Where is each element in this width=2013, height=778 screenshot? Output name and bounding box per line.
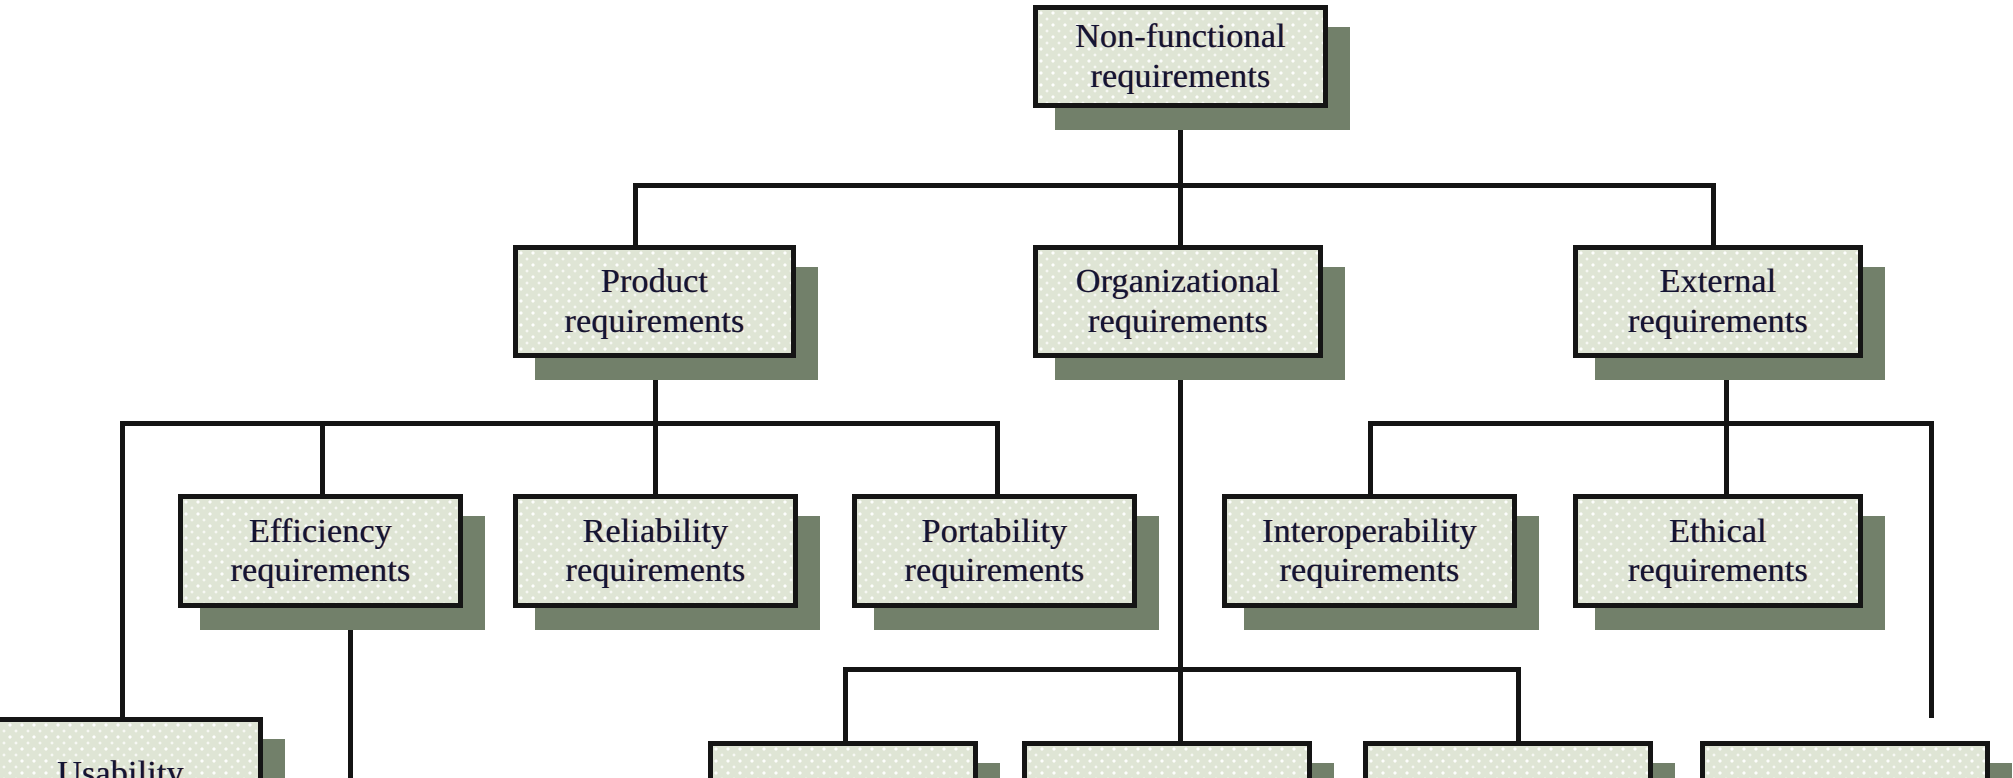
- node-face: Reliability requirements: [513, 494, 798, 608]
- node-face: Portability requirements: [852, 494, 1137, 608]
- node-delivery[interactable]: Delivery: [708, 741, 1000, 778]
- node-label-line2: requirements: [1088, 302, 1268, 340]
- node-label-line1: External: [1659, 263, 1777, 301]
- node-legislative[interactable]: Legislative: [1700, 741, 2012, 778]
- edge-bus-to-organizational: [1178, 183, 1183, 245]
- node-label-line2: requirements: [1628, 552, 1808, 589]
- node-efficiency-requirements[interactable]: Efficiency requirements: [178, 494, 485, 630]
- node-standards[interactable]: Standards: [1363, 741, 1675, 778]
- edge-organizational-to-delivery: [843, 667, 848, 742]
- edge-root-stem: [1178, 108, 1183, 188]
- node-face: Usability: [0, 717, 263, 778]
- node-label-line2: requirements: [1628, 302, 1808, 340]
- node-label-line2: requirements: [230, 552, 411, 589]
- edge-external-to-ethical: [1724, 421, 1729, 496]
- edge-product-to-efficiency: [320, 421, 325, 496]
- edge-product-bus: [120, 421, 1000, 426]
- node-face: Product requirements: [513, 245, 796, 358]
- node-label-line2: requirements: [1279, 552, 1460, 589]
- edge-external-to-interoperability: [1368, 421, 1373, 496]
- node-label-line1: Usability: [57, 755, 184, 778]
- node-label-line2: requirements: [564, 302, 745, 340]
- node-product-requirements[interactable]: Product requirements: [513, 245, 818, 380]
- node-non-functional-requirements[interactable]: Non-functional requirements: [1033, 5, 1350, 130]
- node-ethical-requirements[interactable]: Ethical requirements: [1573, 494, 1885, 630]
- node-external-requirements[interactable]: External requirements: [1573, 245, 1885, 380]
- node-label-line1: Interoperability: [1262, 512, 1477, 550]
- node-implementation[interactable]: Implementation: [1022, 741, 1334, 778]
- node-organizational-requirements[interactable]: Organizational requirements: [1033, 245, 1345, 380]
- edge-product-to-portability: [995, 421, 1000, 496]
- edge-product-to-reliability: [653, 421, 658, 496]
- node-face: External requirements: [1573, 245, 1863, 358]
- node-interoperability-requirements[interactable]: Interoperability requirements: [1222, 494, 1539, 630]
- edge-organizational-to-standards: [1516, 667, 1521, 742]
- edge-product-to-usability: [120, 421, 125, 718]
- edge-external-bus: [1368, 421, 1934, 426]
- node-face: Non-functional requirements: [1033, 5, 1328, 108]
- node-usability[interactable]: Usability: [0, 717, 285, 778]
- node-label-line2: requirements: [904, 552, 1085, 589]
- edge-external-stem: [1724, 358, 1729, 424]
- node-face: Standards: [1363, 741, 1653, 778]
- edge-efficiency-stem: [348, 608, 353, 778]
- node-label-line2: requirements: [1090, 57, 1271, 95]
- node-face: Implementation: [1022, 741, 1312, 778]
- node-portability-requirements[interactable]: Portability requirements: [852, 494, 1159, 630]
- edge-external-to-legislative: [1929, 421, 1934, 718]
- node-label-line1: Efficiency: [249, 512, 392, 550]
- node-label-line1: Product: [600, 263, 709, 301]
- edge-bus-to-product: [633, 183, 638, 245]
- node-label-line1: Organizational: [1075, 263, 1281, 301]
- node-reliability-requirements[interactable]: Reliability requirements: [513, 494, 820, 630]
- edge-organizational-stem: [1178, 358, 1183, 671]
- edge-organizational-to-implementation: [1178, 667, 1183, 742]
- node-face: Interoperability requirements: [1222, 494, 1517, 608]
- node-face: Ethical requirements: [1573, 494, 1863, 608]
- node-face: Delivery: [708, 741, 978, 778]
- node-label-line1: Non-functional: [1075, 18, 1286, 56]
- node-label-line1: Reliability: [582, 512, 729, 550]
- node-label-line2: requirements: [565, 552, 746, 589]
- edge-bus-to-external: [1711, 183, 1716, 245]
- node-label-line1: Portability: [921, 512, 1068, 550]
- edge-product-stem: [653, 358, 658, 424]
- edge-level2-bus: [633, 183, 1715, 188]
- node-label-line1: Ethical: [1669, 512, 1767, 550]
- node-face: Legislative: [1700, 741, 1990, 778]
- node-face: Efficiency requirements: [178, 494, 463, 608]
- node-face: Organizational requirements: [1033, 245, 1323, 358]
